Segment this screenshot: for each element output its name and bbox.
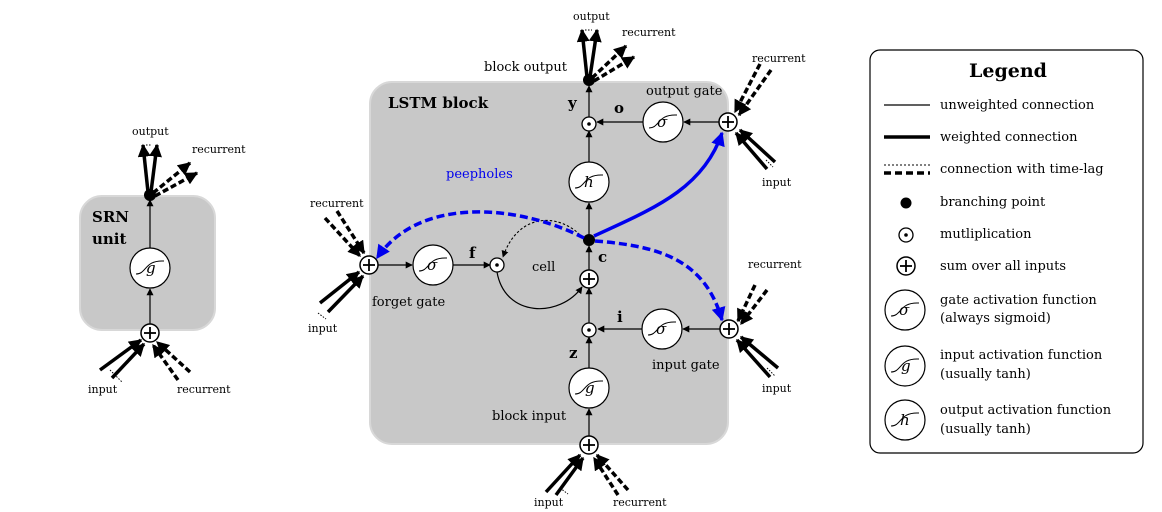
legend-item-unweighted: unweighted connection [940, 98, 1095, 113]
output-gate-sigma-symbol: σ [657, 113, 668, 131]
srn-title-line1: SRN [92, 208, 129, 226]
block-input-activation-g: g [568, 367, 610, 409]
block-output-label: block output [484, 60, 568, 75]
cell-label: cell [532, 260, 555, 275]
srn-input-label: input [88, 383, 118, 396]
srn-output-arrows [137, 143, 199, 198]
input-gate-recurrent-label: recurrent [748, 258, 802, 271]
block-input-sum-node [579, 435, 599, 455]
forget-multiplication-node [489, 257, 505, 273]
legend-multiplication-icon [898, 227, 914, 243]
input-gate-sigma: σ [641, 308, 683, 350]
input-gate-label: input gate [652, 358, 720, 373]
legend-g-symbol: g [901, 357, 911, 375]
peephole-input [594, 239, 726, 322]
forget-gate-sigma: σ [412, 244, 454, 286]
o-label: o [614, 99, 624, 117]
peephole-connections [375, 131, 726, 322]
legend-h-symbol: h [900, 411, 910, 429]
input-gate-arrows [735, 284, 780, 379]
legend-sigma-icon: σ [884, 289, 926, 331]
srn-recurrent-top-label: recurrent [192, 143, 246, 156]
block-output-output-label: output [573, 10, 610, 23]
input-multiplication-node [581, 322, 597, 338]
cell-recurrence-dotted [501, 219, 584, 258]
peephole-forget [375, 210, 585, 260]
srn-title-line2: unit [92, 230, 127, 248]
forget-gate-arrows [317, 210, 366, 320]
block-output-recurrent-label: recurrent [622, 26, 676, 39]
legend-sigma-symbol: σ [899, 301, 910, 319]
legend: Legend unweighted connection weighted co… [869, 49, 1144, 454]
legend-item-output-activation: output activation function [940, 403, 1112, 418]
lstm-title: LSTM block [388, 94, 489, 112]
input-gate-sigma-symbol: σ [656, 320, 667, 338]
cell-forget-path [496, 271, 583, 310]
output-h-symbol: h [584, 173, 594, 191]
input-gate-input-label: input [762, 382, 792, 395]
srn-recurrent-bottom-label: recurrent [177, 383, 231, 396]
block-output-arrows [576, 28, 636, 83]
legend-item-output-activation-sub: (usually tanh) [940, 422, 1031, 437]
legend-item-branching: branching point [940, 195, 1046, 210]
legend-branch-icon [900, 197, 912, 209]
srn-sum-node [140, 323, 160, 343]
srn-output-label: output [132, 125, 169, 138]
forget-gate-label: forget gate [372, 295, 446, 310]
output-gate-recurrent-label: recurrent [752, 52, 806, 65]
legend-item-multiplication: mutliplication [940, 227, 1032, 242]
peephole-output [593, 131, 725, 238]
forget-gate-recurrent-label: recurrent [310, 197, 364, 210]
forget-gate-sigma-symbol: σ [427, 256, 438, 274]
legend-title: Legend [969, 60, 1047, 82]
output-gate-arrows [733, 63, 777, 171]
legend-item-gate-activation: gate activation function [940, 293, 1097, 308]
input-gate-sum-node [719, 319, 739, 339]
srn-unit: SRN unit input recurrent g [79, 125, 246, 396]
legend-item-timelag: connection with time-lag [940, 162, 1104, 177]
output-gate-sigma: σ [642, 101, 684, 143]
legend-sum-icon [896, 256, 916, 276]
legend-item-weighted: weighted connection [940, 130, 1078, 145]
block-input-arrows [544, 453, 630, 497]
forget-gate-input-label: input [308, 322, 338, 335]
cell-branch-point [583, 234, 595, 246]
legend-g-icon: g [884, 345, 926, 387]
block-input-g-symbol: g [585, 379, 595, 397]
output-gate-label: output gate [646, 84, 723, 99]
srn-activation-g: g [129, 247, 171, 289]
c-label: c [598, 248, 607, 266]
legend-item-input-activation-sub: (usually tanh) [940, 367, 1031, 382]
legend-item-input-activation: input activation function [940, 348, 1103, 363]
y-label: y [567, 94, 578, 112]
block-input-recurrent-label: recurrent [613, 496, 667, 509]
output-activation-h: h [568, 161, 610, 203]
z-label: z [569, 344, 578, 362]
peepholes-label: peepholes [446, 167, 513, 182]
forget-gate-sum-node [359, 255, 379, 275]
f-label: f [469, 244, 477, 262]
block-input-input-label: input [534, 496, 564, 509]
legend-h-icon: h [884, 399, 926, 441]
legend-item-sum: sum over all inputs [940, 259, 1066, 274]
output-gate-input-label: input [762, 176, 792, 189]
output-gate-sum-node [718, 112, 738, 132]
srn-g-symbol: g [146, 259, 156, 277]
legend-item-gate-activation-sub: (always sigmoid) [940, 311, 1051, 326]
output-multiplication-node [581, 116, 597, 132]
cell-sum-node [579, 269, 599, 289]
lstm-block: LSTM block input recurrent g block input… [308, 10, 806, 509]
i-label: i [617, 308, 623, 326]
srn-input-arrows [98, 338, 192, 383]
block-input-label: block input [492, 409, 567, 424]
